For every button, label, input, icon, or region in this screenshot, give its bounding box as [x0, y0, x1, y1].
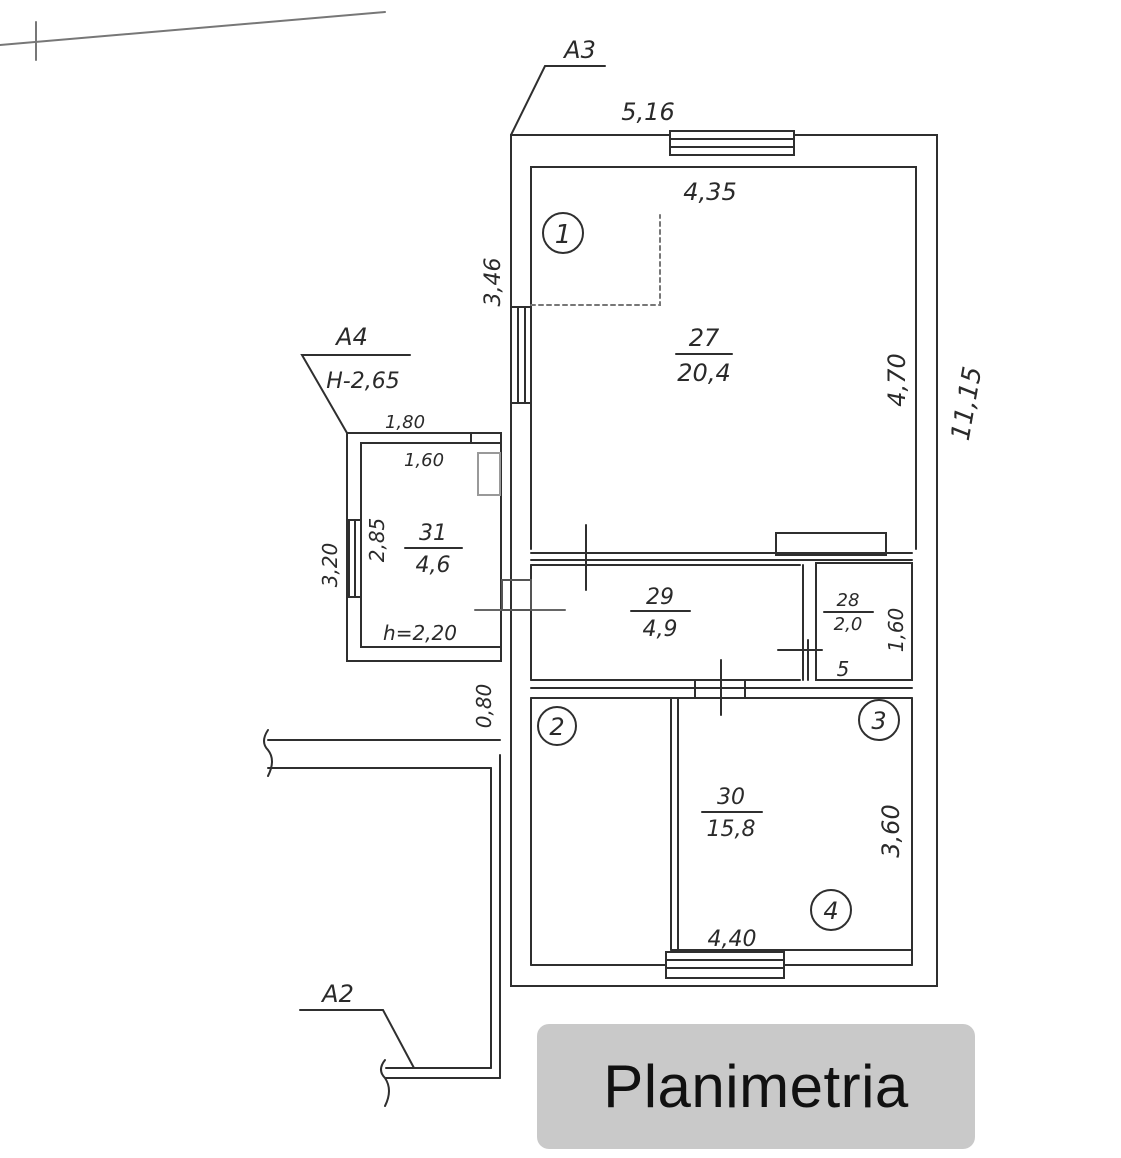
room-27-number: 27	[689, 324, 720, 352]
room-28-number: 28	[837, 590, 860, 611]
marker-1-circle	[542, 212, 584, 254]
dim-small-mark: 5	[837, 657, 850, 681]
marker-2-circle	[537, 706, 577, 746]
dim-left-upper: 3,46	[481, 258, 506, 307]
room-27-area: 20,4	[677, 359, 730, 387]
label-a4-height: H-2,65	[326, 369, 399, 394]
room-28-area: 2,0	[834, 614, 863, 635]
dim-left-gap: 0,80	[472, 684, 496, 729]
label-a2: A2	[320, 980, 354, 1008]
dim-top-outer: 5,16	[621, 98, 674, 126]
caption-box: Planimetria	[537, 1024, 975, 1149]
label-a3: A3	[562, 36, 596, 64]
dim-room30-right: 3,60	[877, 804, 905, 857]
dim-room31-top-inner: 1,60	[404, 450, 444, 471]
dim-room28-right: 1,60	[884, 608, 908, 653]
marker-4-label: 4	[823, 897, 838, 925]
dim-room31-left-outer: 3,20	[318, 543, 342, 588]
dim-top-inner: 4,35	[683, 178, 736, 206]
dim-room30-bottom: 4,40	[708, 927, 757, 952]
marker-3-label: 3	[871, 707, 886, 735]
marker-3-circle	[858, 699, 900, 741]
marker-2-label: 2	[549, 713, 564, 741]
room-30-number: 30	[717, 785, 745, 810]
caption-title: Planimetria	[603, 1053, 909, 1120]
dim-room27-right: 4,70	[883, 353, 911, 406]
room-31-number: 31	[419, 521, 447, 546]
dim-overall-right: 11,15	[946, 364, 988, 443]
label-a4: A4	[334, 323, 368, 351]
room-30-area: 15,8	[707, 817, 756, 842]
dim-room31-top-outer: 1,80	[385, 412, 425, 433]
room-31-area: 4,6	[416, 553, 451, 578]
dim-room31-left-inner: 2,85	[365, 518, 389, 563]
dim-room31-height: h=2,20	[383, 621, 457, 645]
room-29-area: 4,9	[643, 617, 678, 642]
marker-4-circle	[810, 889, 852, 931]
room-29-number: 29	[646, 585, 674, 610]
marker-1-label: 1	[555, 220, 572, 250]
inner-wall	[530, 166, 917, 550]
